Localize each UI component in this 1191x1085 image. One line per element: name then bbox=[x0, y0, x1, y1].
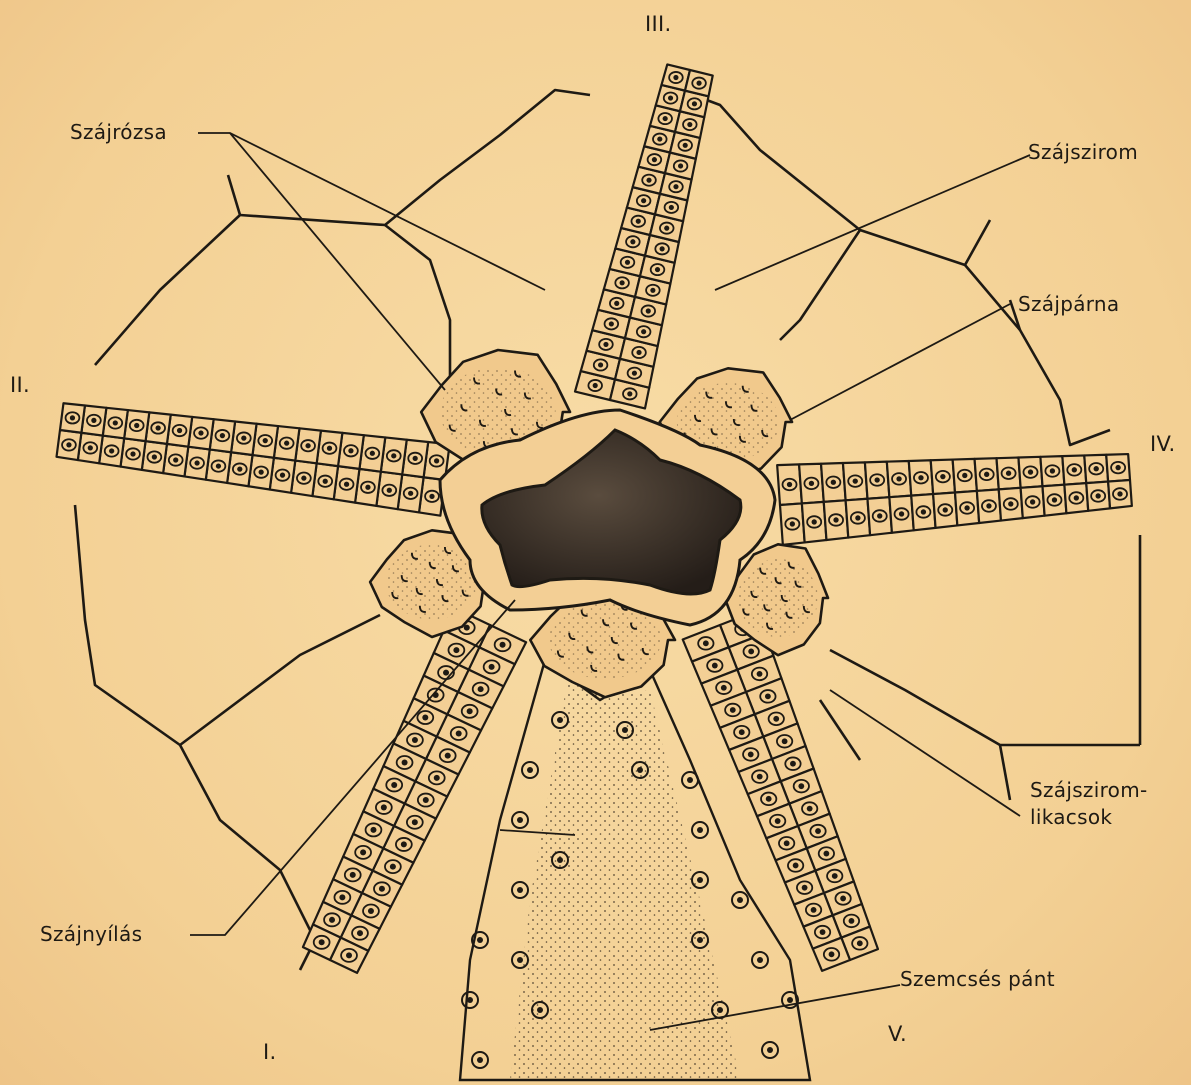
band-pore bbox=[752, 952, 768, 968]
label-szajszirom-likacsok-2: likacsok bbox=[1030, 805, 1112, 829]
band-pore bbox=[462, 992, 478, 1008]
band-pore bbox=[472, 1052, 488, 1068]
label-szajparna: Szájpárna bbox=[1018, 292, 1119, 316]
band-pore bbox=[682, 772, 698, 788]
ambulacrum-iii bbox=[575, 64, 713, 408]
ambulacrum-label-iv: IV. bbox=[1150, 432, 1175, 456]
band-pore bbox=[692, 822, 708, 838]
ambulacrum-v bbox=[683, 611, 878, 971]
ambulacrum-label-ii: II. bbox=[10, 373, 30, 397]
band-pore bbox=[732, 892, 748, 908]
band-pore bbox=[762, 1042, 778, 1058]
label-szajszirom: Szájszirom bbox=[1028, 140, 1138, 164]
band-pore bbox=[512, 812, 528, 828]
ambulacrum-label-i: I. bbox=[263, 1040, 276, 1064]
label-szemcses-pant: Szemcsés pánt bbox=[900, 967, 1055, 991]
ambulacrum-iv bbox=[777, 454, 1132, 545]
band-pore bbox=[522, 762, 538, 778]
ambulacrum-ii bbox=[57, 403, 450, 515]
label-szajrozsa: Szájrózsa bbox=[70, 120, 167, 144]
ambulacrum-label-v: V. bbox=[888, 1022, 907, 1046]
ambulacrum-label-iii: III. bbox=[645, 12, 671, 36]
label-szajszirom-likacsok-1: Szájszirom- bbox=[1030, 778, 1148, 802]
band-pore bbox=[512, 882, 528, 898]
label-szajnyilas: Szájnyílás bbox=[40, 922, 142, 946]
ambulacrum-i bbox=[303, 608, 526, 973]
